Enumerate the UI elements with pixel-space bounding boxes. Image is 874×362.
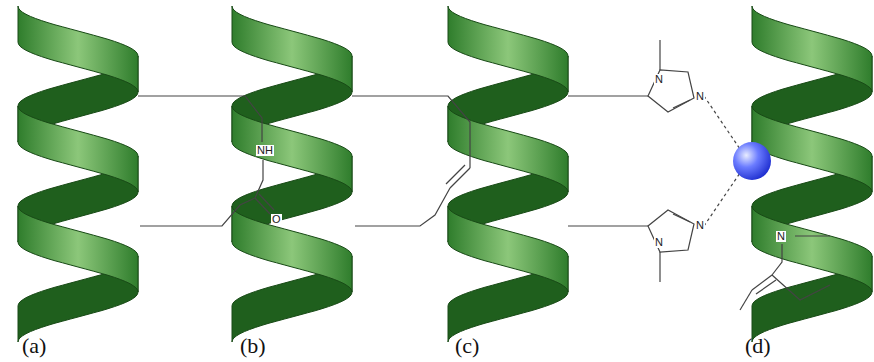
atom-label: N bbox=[776, 231, 786, 242]
panel-label: (d) bbox=[745, 335, 771, 357]
helix-ribbon bbox=[18, 206, 138, 292]
atom-label: O bbox=[271, 214, 282, 225]
chemical-structures bbox=[138, 40, 830, 310]
helix-ribbon bbox=[752, 206, 872, 292]
metal-ion bbox=[733, 142, 771, 180]
panel-label: (a) bbox=[22, 335, 46, 357]
helix-ribbon bbox=[448, 206, 568, 292]
helix-ribbon bbox=[232, 6, 352, 92]
atom-label: N bbox=[695, 91, 705, 102]
helix-ribbon bbox=[232, 106, 352, 192]
helix-ribbon bbox=[752, 6, 872, 92]
helix-group bbox=[18, 6, 872, 342]
helix-ribbon bbox=[18, 6, 138, 92]
panel-label: (c) bbox=[455, 335, 479, 357]
atom-label: N bbox=[654, 74, 664, 85]
panel-label: (b) bbox=[240, 335, 266, 357]
helix-ribbon bbox=[232, 206, 352, 292]
helix-ribbon bbox=[18, 106, 138, 192]
helix-ribbon bbox=[448, 106, 568, 192]
atom-label: NH bbox=[256, 145, 274, 156]
atom-label: N bbox=[695, 220, 705, 231]
helix-ribbon bbox=[752, 106, 872, 192]
helix-ribbon bbox=[448, 6, 568, 92]
atom-label: N bbox=[654, 237, 664, 248]
